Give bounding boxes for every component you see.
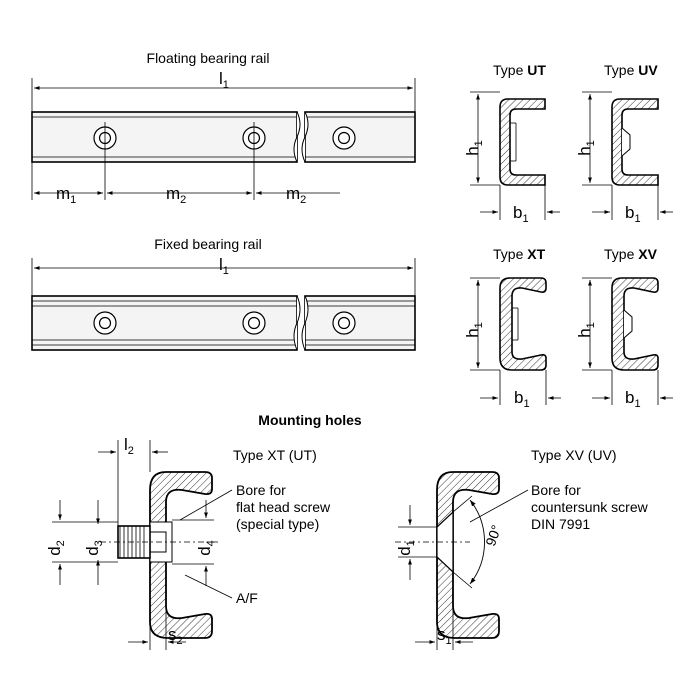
mounting-xt-note-line3: (special type)	[236, 516, 319, 532]
fixed-rail-view: Fixed bearing rail l1	[31, 236, 416, 351]
mounting-xt-detail: Type XT (UT) Bore for flat head screw (s…	[45, 435, 331, 650]
mounting-xv-note-line1: Bore for	[531, 482, 581, 498]
dim-h1-uv: h1	[575, 140, 597, 156]
mounting-xv-detail: Type XV (UV) Bore for countersunk screw …	[395, 447, 649, 650]
mounting-xv-note-line3: DIN 7991	[531, 516, 590, 532]
dim-s2: s2	[168, 625, 183, 647]
dim-d2: d2	[45, 540, 67, 556]
mounting-xv-note-line2: countersunk screw	[531, 499, 649, 515]
floating-rail-body	[31, 111, 416, 163]
fixed-rail-title: Fixed bearing rail	[154, 236, 261, 252]
dim-l1-fixed: l1	[219, 255, 229, 277]
dim-d1: d1	[395, 540, 417, 556]
type-xt-label: Type XT	[493, 246, 546, 262]
mounting-xt-note-line2: flat head screw	[236, 499, 331, 515]
dim-d3: d3	[83, 540, 105, 556]
type-ut-label: Type UT	[493, 62, 546, 78]
dim-b1-uv: b1	[625, 203, 641, 225]
mounting-xt-title: Type XT (UT)	[233, 447, 317, 463]
dim-b1-ut: b1	[513, 203, 529, 225]
mounting-holes-title: Mounting holes	[258, 412, 362, 428]
mounting-xv-title: Type XV (UV)	[531, 447, 617, 463]
dim-l1: l1	[219, 69, 229, 91]
type-uv-label: Type UV	[604, 62, 658, 78]
floating-rail-title: Floating bearing rail	[147, 50, 270, 66]
fixed-rail-hole-2	[242, 311, 266, 335]
dim-h1-xt: h1	[463, 322, 485, 338]
floating-rail-hole-3	[332, 126, 356, 150]
dim-h1-ut: h1	[463, 140, 485, 156]
dim-s1: s1	[437, 625, 452, 647]
profile-type-ut: Type UT h1 b1	[463, 62, 560, 225]
type-xv-label: Type XV	[604, 246, 658, 262]
profile-type-xv: Type XV h1 b1	[575, 246, 673, 410]
mounting-xt-note-line1: Bore for	[236, 482, 286, 498]
dim-m2-first: m2	[166, 184, 186, 206]
dim-h1-xv: h1	[575, 322, 597, 338]
angle-90: 90°	[482, 523, 504, 548]
dim-b1-xt: b1	[514, 388, 530, 410]
dim-b1-xv: b1	[625, 388, 641, 410]
dim-m1: m1	[56, 184, 76, 206]
dim-m2-second: m2	[286, 184, 306, 206]
floating-rail-view: Floating bearing rail l1 m1 m2 m2	[31, 50, 416, 206]
dim-d4: d4	[195, 540, 217, 556]
af-label: A/F	[236, 590, 258, 606]
profile-type-xt: Type XT h1 b1	[463, 246, 561, 410]
fixed-rail-hole-1	[93, 311, 117, 335]
fixed-rail-body	[31, 295, 416, 351]
profile-type-uv: Type UV h1 b1	[575, 62, 673, 225]
dim-l2: l2	[124, 435, 134, 457]
fixed-rail-hole-3	[332, 311, 356, 335]
